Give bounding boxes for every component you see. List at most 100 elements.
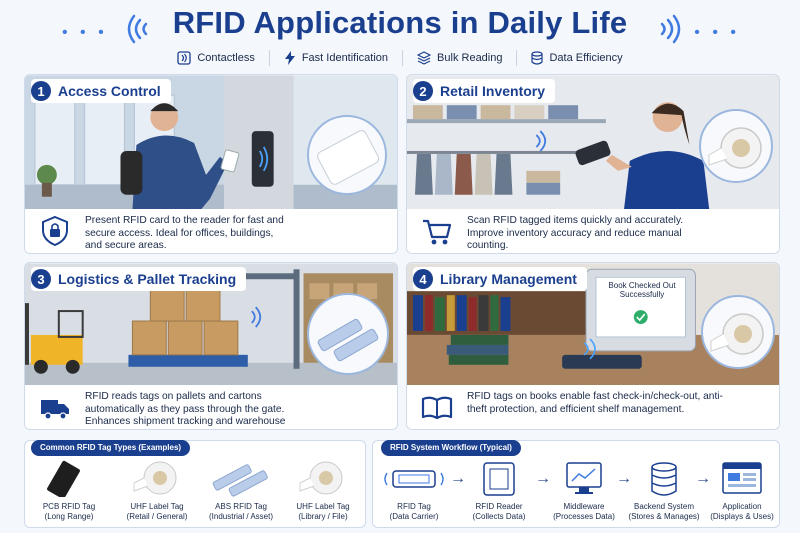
- flow-arrow-icon: →: [535, 470, 551, 487]
- flow-step-application: Application (Displays & Uses): [703, 461, 781, 522]
- flow-arrow-icon: →: [450, 470, 466, 487]
- flow-name: Application: [722, 502, 762, 511]
- label-roll-icon: [299, 461, 343, 495]
- card-description: RFID tags on books enable fast check-in/…: [467, 391, 723, 415]
- tag-item-pcb: PCB RFID Tag (Long Range): [27, 459, 111, 522]
- card-header: 2 Retail Inventory: [413, 79, 556, 103]
- flow-step-rfid-tag: RFID Tag (Data Carrier): [375, 461, 453, 522]
- tag-types-panel: Common RFID Tag Types (Examples) PCB RFI…: [24, 440, 366, 528]
- card-description-row: Present RFID card to the reader for fast…: [25, 209, 397, 253]
- uhf-label-roll-inset: [699, 109, 773, 183]
- retail-scene-illustration: [407, 75, 779, 211]
- card-header: 4 Library Management: [413, 267, 587, 291]
- label-roll-image: [708, 127, 762, 169]
- layers-icon: [417, 51, 432, 65]
- tag-name: ABS RFID Tag: [215, 502, 267, 511]
- card-title: Logistics & Pallet Tracking: [58, 271, 237, 287]
- monitor-chart-icon: [566, 462, 602, 494]
- card-library-management: Book Checked Out Successfully 4 Library …: [406, 262, 780, 430]
- book-icon: [421, 396, 453, 420]
- cart-icon: [423, 219, 452, 245]
- checkout-screen-text: Book Checked Out Successfully: [608, 281, 676, 299]
- abs-tag-image: [317, 318, 379, 362]
- abs-tag-icon: [212, 464, 268, 497]
- card-logistics: 3 Logistics & Pallet Tracking RFID reads…: [24, 262, 398, 430]
- flow-name: Middleware: [563, 502, 605, 511]
- feature-fast-identification: Fast Identification: [270, 50, 404, 66]
- decorative-dots-right: • • •: [694, 24, 740, 41]
- flow-sub: (Data Carrier): [389, 512, 439, 521]
- tag-sub: (Industrial / Asset): [208, 512, 274, 521]
- flow-sub: (Displays & Uses): [710, 512, 774, 521]
- flow-name: Backend System: [633, 502, 695, 511]
- card-number-badge: 4: [413, 269, 433, 289]
- card-retail-inventory: 2 Retail Inventory Scan RFID tagged item…: [406, 74, 780, 254]
- card-header: 3 Logistics & Pallet Tracking: [31, 267, 247, 291]
- card-header: 1 Access Control: [31, 79, 171, 103]
- card-description: RFID reads tags on pallets and cartons a…: [85, 391, 286, 429]
- abs-tag-inset: [307, 293, 389, 375]
- feature-label: Fast Identification: [301, 52, 389, 64]
- label-roll-image: [710, 313, 764, 355]
- card-description-row: Scan RFID tagged items quickly and accur…: [407, 209, 779, 253]
- header: • • • RFID Applications in Daily Life • …: [0, 4, 800, 44]
- flow-arrow-icon: →: [695, 470, 711, 487]
- tag-item-abs: ABS RFID Tag (Industrial / Asset): [197, 459, 285, 522]
- label-roll-icon: [133, 461, 177, 495]
- tag-item-uhf-library: UHF Label Tag (Library / File): [281, 459, 365, 522]
- feature-bulk-reading: Bulk Reading: [403, 50, 518, 66]
- card-number-badge: 3: [31, 269, 51, 289]
- card-description-row: RFID tags on books enable fast check-in/…: [407, 385, 779, 429]
- card-number-badge: 2: [413, 81, 433, 101]
- library-label-roll-inset: [701, 295, 775, 369]
- tag-sub: (Retail / General): [126, 512, 188, 521]
- database-icon: [651, 462, 677, 496]
- rfid-wave-icon-left: [127, 14, 148, 44]
- pcb-tag-icon: [47, 460, 80, 499]
- card-title: Library Management: [440, 271, 577, 287]
- feature-contactless: Contactless: [163, 50, 270, 66]
- flow-sub: (Stores & Manages): [628, 512, 700, 521]
- lightning-icon: [284, 51, 295, 65]
- tag-name: UHF Label Tag: [296, 502, 350, 511]
- rfid-tag-icon: [384, 470, 444, 488]
- tag-name: PCB RFID Tag: [42, 502, 96, 511]
- rfid-wave-icon-right: [660, 14, 681, 44]
- card-access-control: 1 Access Control Present RFID card to th…: [24, 74, 398, 254]
- contactless-icon: [177, 51, 191, 65]
- tag-item-uhf-retail: UHF Label Tag (Retail / General): [115, 459, 199, 522]
- flow-step-backend: Backend System (Stores & Manages): [625, 461, 703, 522]
- card-title: Access Control: [58, 83, 161, 99]
- feature-label: Data Efficiency: [549, 52, 623, 64]
- flow-name: RFID Tag: [397, 502, 431, 511]
- rfid-reader-icon: [483, 462, 515, 496]
- card-description: Present RFID card to the reader for fast…: [85, 215, 284, 252]
- card-description-row: RFID reads tags on pallets and cartons a…: [25, 385, 397, 429]
- truck-icon: [41, 400, 69, 420]
- flow-name: RFID Reader: [475, 502, 523, 511]
- tag-types-title: Common RFID Tag Types (Examples): [31, 440, 191, 456]
- flow-sub: (Processes Data): [553, 512, 615, 521]
- rfid-card-inset: [307, 115, 387, 195]
- flow-step-middleware: Middleware (Processes Data): [545, 461, 623, 522]
- lock-icon: [42, 215, 68, 247]
- database-icon: [531, 51, 544, 65]
- card-description: Scan RFID tagged items quickly and accur…: [467, 215, 684, 252]
- flow-sub: (Collects Data): [472, 512, 526, 521]
- flow-arrow-icon: →: [616, 470, 632, 487]
- rfid-card-image: [317, 130, 380, 185]
- flow-step-rfid-reader: RFID Reader (Collects Data): [459, 461, 539, 522]
- workflow-panel: RFID System Workflow (Typical) RFID Tag …: [372, 440, 780, 528]
- feature-label: Bulk Reading: [437, 52, 503, 64]
- feature-data-efficiency: Data Efficiency: [517, 50, 636, 66]
- page-title: RFID Applications in Daily Life: [172, 5, 628, 40]
- card-title: Retail Inventory: [440, 83, 546, 99]
- feature-bar: Contactless Fast Identification Bulk Rea…: [0, 50, 800, 68]
- application-window-icon: [722, 462, 762, 494]
- workflow-title: RFID System Workflow (Typical): [381, 440, 521, 456]
- tag-sub: (Long Range): [44, 512, 94, 521]
- tag-name: UHF Label Tag: [130, 502, 184, 511]
- card-number-badge: 1: [31, 81, 51, 101]
- tag-sub: (Library / File): [298, 512, 348, 521]
- decorative-dots-left: • • •: [62, 24, 108, 41]
